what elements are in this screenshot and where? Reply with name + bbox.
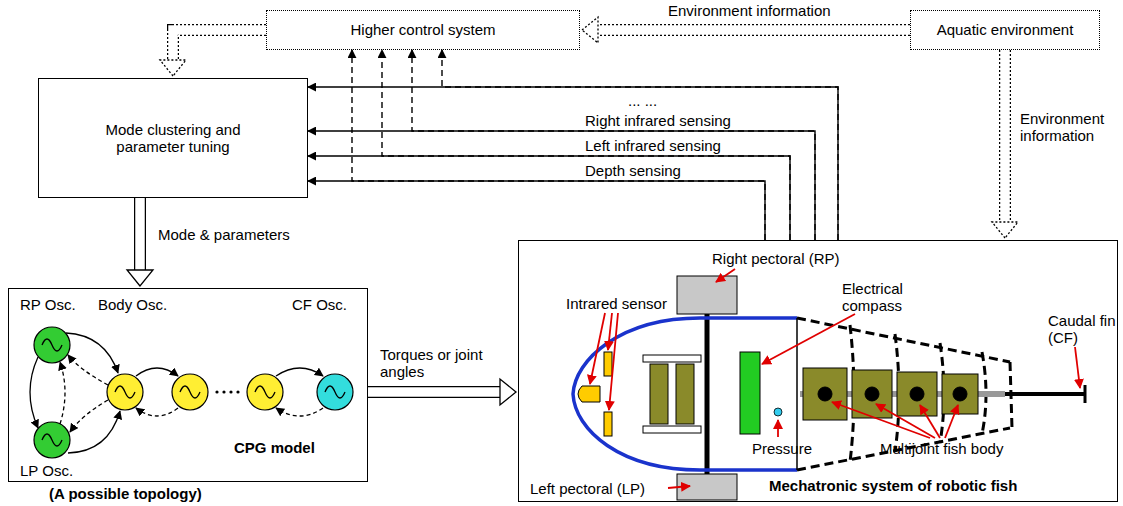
connector [308,87,838,240]
mechatronic-box: Mechatronic system of robotic fish [518,240,1118,502]
caudal-fin [1005,385,1085,403]
pectoral-motors [643,355,701,433]
connector [412,50,815,240]
part-label: Left pectoral (LP) [530,480,645,497]
part-label: Intrared sensor [566,295,667,312]
ellipsis: ... ... [628,92,657,109]
oscillator-label: CF Osc. [292,296,347,313]
node-text: Mechatronic system of robotic fish [769,477,1017,494]
connector [352,50,765,240]
node-text: CPG model [234,439,315,456]
edge-label: Torques or joint angles [380,346,510,381]
edge-label: Right infrared sensing [585,112,731,129]
connector [160,30,266,76]
part-label: Caudal fin (CF) [1048,312,1116,347]
node-text: Higher control system [350,21,495,38]
edge-label: Mode & parameters [158,226,290,243]
edge-label: Environment information [668,2,831,19]
connector [582,17,910,43]
oscillator-label: LP Osc. [20,462,73,479]
node-text: Aquatic environment [937,21,1074,38]
coupling-arrows [30,333,323,453]
connector [127,198,153,286]
part-label: Pressure [752,440,812,457]
pectoral-shaft [705,314,710,474]
connector [308,131,815,240]
connector [308,181,765,240]
edge-label: Depth sensing [585,162,681,179]
pressure-sensor [774,408,782,416]
fish-body-segments [797,318,1012,470]
connector [992,50,1018,238]
part-label: Right pectoral (RP) [712,250,840,267]
connector [382,50,790,240]
edge-label: Environment information [1020,110,1115,145]
edge-label: Left infrared sensing [585,137,721,154]
compass [740,352,760,434]
part-label: Electrical compass [842,280,922,315]
oscillator-label: RP Osc. [20,296,76,313]
node-text: Mode clustering and parameter tuning [86,121,261,156]
right-pectoral [677,276,737,314]
cpg-box: CPG model(A possible topology) [8,288,368,482]
node-text: (A possible topology) [49,485,202,502]
connector [368,379,516,405]
process-box: Mode clustering and parameter tuning [38,78,308,198]
dots [215,390,239,393]
connector [442,50,838,240]
oscillator-waves [42,339,345,446]
oscillator-label: Body Osc. [98,296,167,313]
environment-box: Aquatic environment [910,10,1100,50]
part-label: Multijoint fish body [880,440,1003,457]
control-box: Higher control system [266,10,580,50]
connector [308,156,790,240]
oscillators [34,327,353,458]
